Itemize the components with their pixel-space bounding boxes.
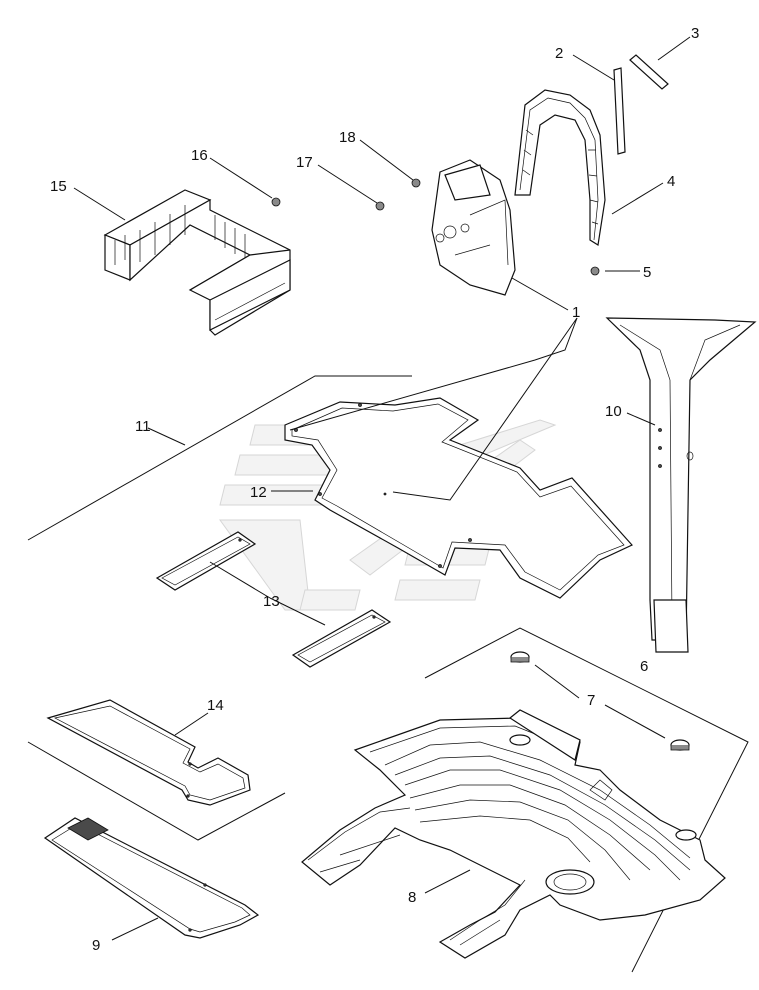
callout-18: 18 (339, 129, 356, 146)
callout-11: 11 (135, 418, 151, 435)
callout-7: 7 (587, 692, 595, 709)
callout-6: 6 (640, 658, 648, 675)
part-small-mat-13a (155, 531, 257, 591)
callout-2: 2 (555, 45, 563, 62)
part-console-panel (431, 159, 516, 296)
callout-10: 10 (605, 403, 622, 420)
nut-5 (590, 266, 600, 276)
group-frame-14 (27, 741, 286, 841)
part-arch-trim (514, 89, 606, 246)
bolt-17 (375, 201, 385, 211)
callout-1: 1 (572, 304, 580, 321)
callout-8: 8 (408, 889, 416, 906)
part-strip-2 (613, 67, 626, 155)
part-cushion-9 (43, 817, 260, 939)
callout-17: 17 (296, 154, 313, 171)
leader-lines (73, 36, 691, 941)
callout-15: 15 (50, 178, 67, 195)
callout-13: 13 (263, 593, 280, 610)
part-pillar-10 (605, 317, 757, 653)
callout-14: 14 (207, 697, 224, 714)
part-floor-mat-12 (284, 397, 633, 599)
part-plate-3 (629, 54, 669, 90)
part-mat-14 (46, 699, 251, 806)
part-floor-panel-6 (301, 709, 726, 959)
bolt-16 (271, 197, 281, 207)
callout-9: 9 (92, 937, 100, 954)
plug-7b (670, 739, 690, 751)
callout-4: 4 (667, 173, 675, 190)
part-storage-bin (103, 189, 291, 336)
callout-16: 16 (191, 147, 208, 164)
callout-12: 12 (250, 484, 267, 501)
nut-18 (411, 178, 421, 188)
callout-3: 3 (691, 25, 699, 42)
callout-labels: 1 2 3 4 5 6 7 8 9 10 11 12 13 14 15 16 1… (50, 25, 699, 954)
plug-7a (510, 651, 530, 663)
callout-5: 5 (643, 264, 651, 281)
group-frame-11 (27, 375, 412, 541)
part-small-mat-13b (291, 609, 392, 668)
